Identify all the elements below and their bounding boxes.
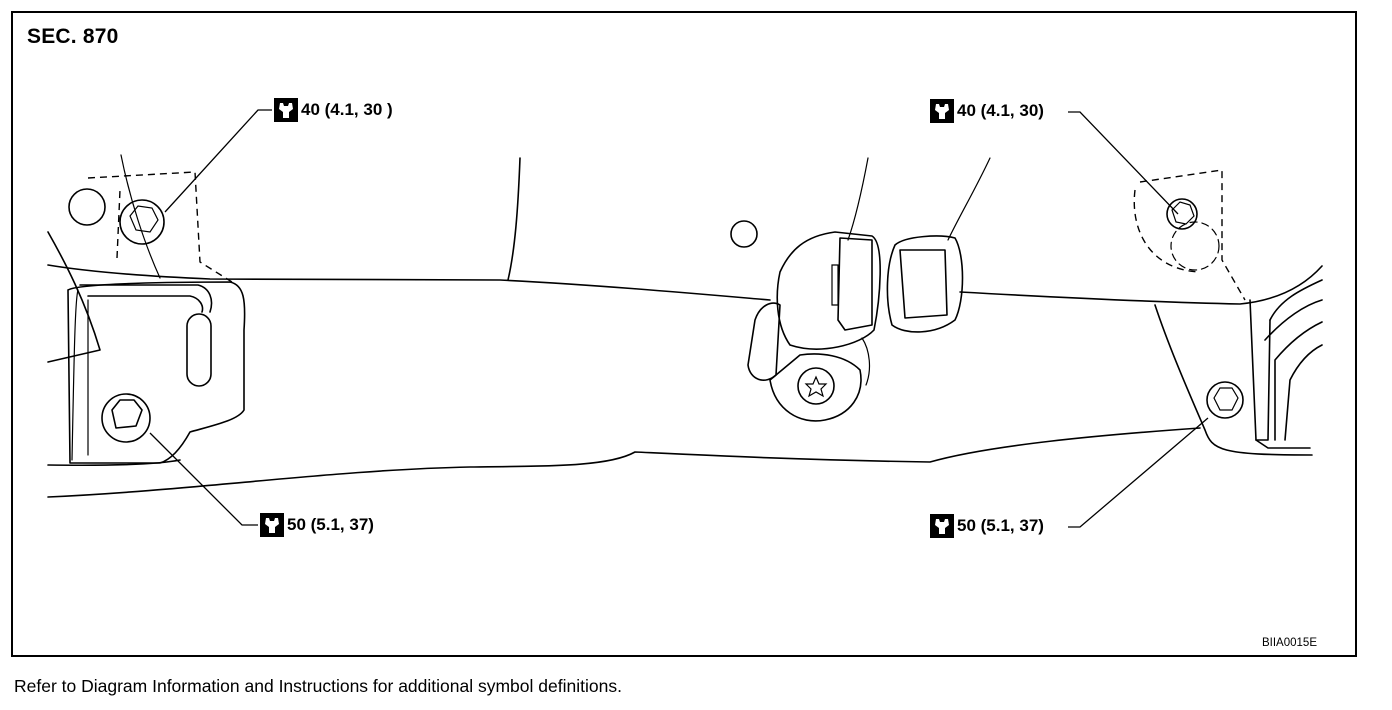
seat-cushion-outline [47,157,1323,498]
torque-wrench-icon [274,98,298,122]
torque-value: 40 (4.1, 30) [957,101,1044,120]
callout-leaders [149,109,1209,528]
torque-callout-bottom-left: 50 (5.1, 37) [260,513,374,537]
right-anchor-bracket [1133,169,1323,456]
torque-wrench-icon [260,513,284,537]
torque-value: 40 (4.1, 30 ) [301,100,393,119]
torque-callout-top-right: 40 (4.1, 30) [930,99,1044,123]
torque-wrench-icon [930,99,954,123]
torque-value: 50 (5.1, 37) [287,515,374,534]
torque-callout-top-left: 40 (4.1, 30 ) [274,98,393,122]
torque-value: 50 (5.1, 37) [957,516,1044,535]
center-buckle-assembly [730,157,991,422]
section-label: SEC. 870 [27,25,119,48]
diagram-frame [11,11,1357,657]
left-anchor-bracket [67,154,246,464]
torque-callout-bottom-right: 50 (5.1, 37) [930,514,1044,538]
torque-wrench-icon [930,514,954,538]
figure-code: BIIA0015E [1262,637,1317,649]
footer-note: Refer to Diagram Information and Instruc… [14,676,622,696]
